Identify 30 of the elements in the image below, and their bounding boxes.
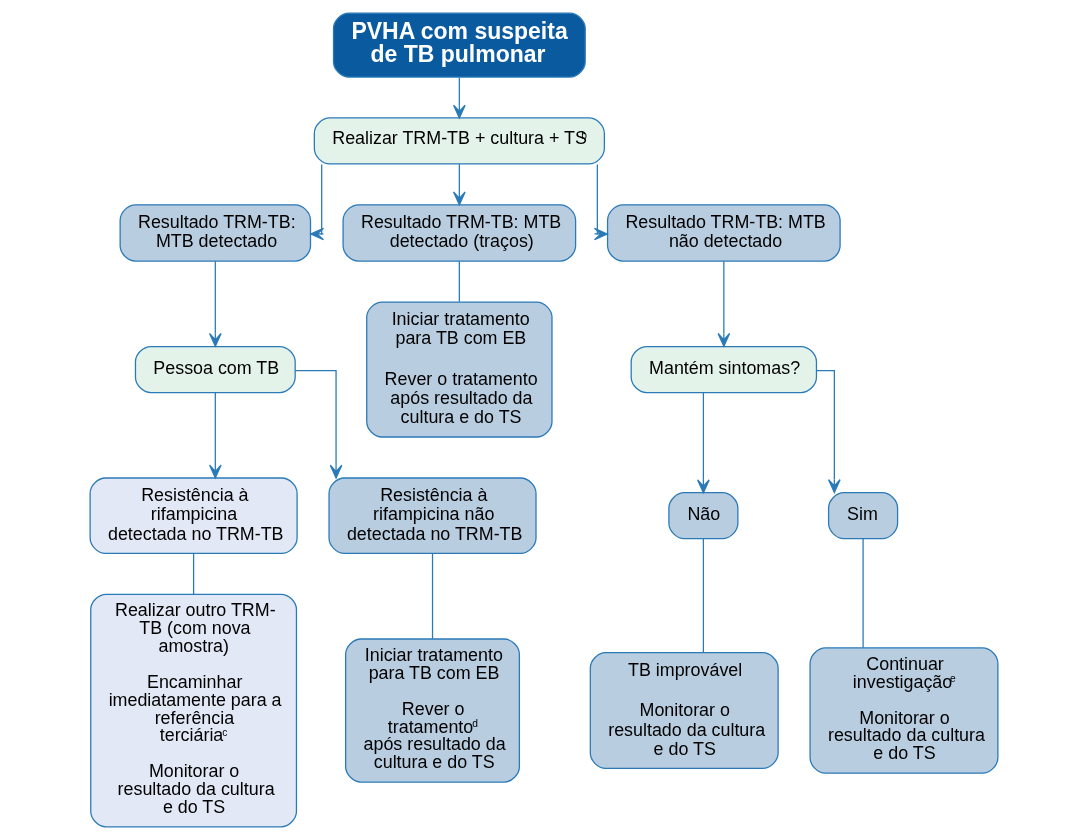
connector (862, 538, 864, 649)
node-box: Mantém sintomas? (630, 345, 818, 394)
connector (702, 538, 705, 654)
node-box: Pessoa com TB (134, 345, 296, 394)
connector (192, 553, 195, 595)
arrow (310, 163, 325, 241)
node-box: Resistência à rifampicina não detectada no TRM-TB (328, 477, 537, 555)
arrow (452, 163, 466, 206)
node-box: Iniciar tratamento para TB com EB Rever o tratamento$^{d}$ após resultado da cultura e do TS (345, 638, 521, 783)
node-box: PVHA com suspeita de TB pulmonar (332, 12, 586, 78)
arrow (697, 392, 710, 494)
node-box: Iniciar tratamento para TB com EB Rever o tratamento após resultado da cultura e do TS (366, 301, 553, 438)
node-box: Resultado TRM-TB: MTB detectado (119, 204, 312, 262)
arrow (208, 260, 222, 347)
arrow (593, 163, 608, 241)
node-box: Resultado TRM-TB: MTB não detectado (606, 204, 841, 262)
connector (431, 553, 434, 640)
node-box: Realizar outro TRM-TB (com nova amostra) Encaminhar imediatamente para a referência terciária$^{c}$ Monitorar o resultado da cultura e do TS (90, 593, 298, 828)
node-box: Não (668, 492, 739, 540)
node-box: Resistência à rifampicina detectada no TRM-TB (89, 477, 298, 555)
node-box: TB improvável Monitorar o resultado da cultura e do TS (589, 652, 779, 770)
arrow (208, 392, 222, 479)
arrow (717, 260, 731, 347)
node-box: Sim (827, 492, 899, 540)
arrow (294, 370, 343, 479)
arrow (815, 370, 841, 494)
node-box: Continuar investigação$^{e}$ Monitorar o resultado da cultura e do TS (809, 647, 999, 774)
arrow (452, 76, 466, 119)
connector (458, 260, 460, 303)
node-box: Resultado TRM-TB: MTB detectado (traços) (342, 204, 577, 262)
